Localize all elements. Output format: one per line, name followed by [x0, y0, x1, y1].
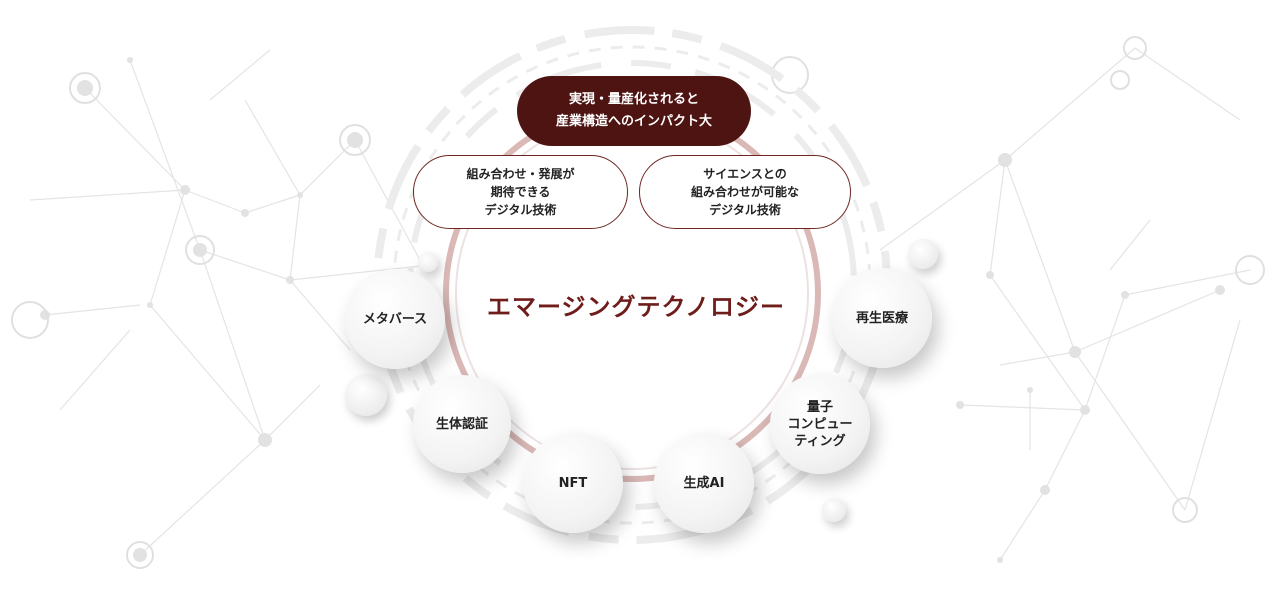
- decorative-sphere: [822, 498, 846, 522]
- combinable-tech-line-3: デジタル技術: [484, 203, 557, 217]
- decorative-sphere: [908, 239, 938, 269]
- tech-nft-label: NFT: [558, 475, 588, 491]
- tech-biometrics: 生体認証: [413, 375, 511, 473]
- top-impact-line-1: 実現・量産化されると: [568, 92, 699, 107]
- combinable-tech-line-1: 組み合わせ・発展が: [466, 167, 575, 181]
- tech-generative-ai-label: 生成AI: [683, 475, 725, 491]
- tech-regenerative-medicine-label: 再生医療: [855, 310, 908, 326]
- combinable-tech-box: 組み合わせ・発展が 期待できる デジタル技術: [413, 155, 628, 229]
- emerging-technology-title: エマージングテクノロジー: [486, 293, 786, 321]
- tech-metaverse-label: メタバース: [362, 311, 428, 327]
- science-tech-line-2: 組み合わせが可能な: [690, 185, 799, 199]
- top-impact-box: 実現・量産化されると 産業構造へのインパクト大: [517, 76, 751, 146]
- tech-regenerative-medicine: 再生医療: [832, 268, 932, 368]
- decorative-sphere: [345, 374, 387, 416]
- decorative-sphere: [418, 252, 438, 272]
- tech-quantum-line-3: ティング: [794, 433, 846, 449]
- tech-quantum-line-2: コンピュー: [787, 416, 853, 432]
- tech-quantum-line-1: 量子: [806, 399, 833, 415]
- tech-generative-ai: 生成AI: [654, 433, 754, 533]
- science-tech-line-1: サイエンスとの: [703, 167, 787, 181]
- tech-metaverse: メタバース: [345, 269, 445, 369]
- combinable-tech-line-2: 期待できる: [490, 185, 551, 199]
- science-tech-line-3: デジタル技術: [709, 203, 781, 217]
- science-tech-box: サイエンスとの 組み合わせが可能な デジタル技術: [639, 155, 851, 229]
- tech-biometrics-label: 生体認証: [435, 416, 488, 432]
- tech-nft: NFT: [523, 433, 623, 533]
- top-impact-line-2: 産業構造へのインパクト大: [555, 114, 712, 129]
- tech-quantum-computing: 量子 コンピュー ティング: [770, 374, 870, 474]
